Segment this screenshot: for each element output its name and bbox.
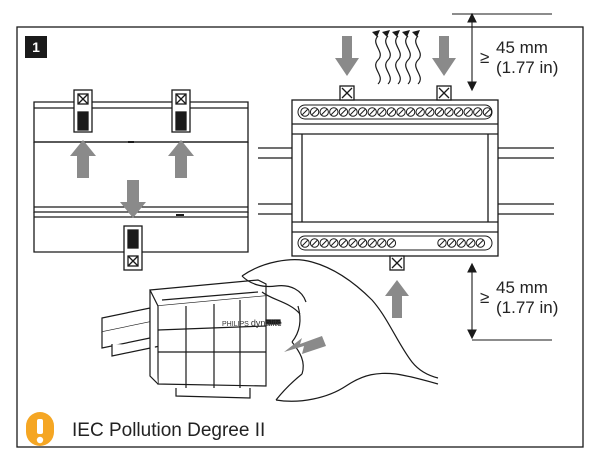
module-side-view — [33, 101, 249, 253]
screw-slot — [378, 240, 385, 246]
down-arrow-icon — [335, 36, 359, 76]
screw-slot — [321, 240, 328, 246]
heat-waves-icon — [375, 35, 421, 85]
clearance-imperial: (1.77 in) — [496, 58, 559, 77]
screw-slot — [448, 240, 455, 246]
module-front-view — [291, 99, 499, 257]
din-clip-bottom — [123, 225, 143, 271]
geq-symbol: ≥ — [480, 288, 490, 307]
din-clip-front-top-left — [339, 85, 355, 101]
screw-slot — [378, 109, 385, 115]
screw-slot — [474, 109, 481, 115]
screw-slot — [417, 109, 424, 115]
screw-slot — [369, 240, 376, 246]
hand-outline — [241, 259, 439, 402]
screw-slot — [311, 240, 318, 246]
step-number-badge: 1 — [25, 36, 47, 58]
screw-slot — [446, 109, 452, 115]
up-arrow-icon — [70, 140, 96, 178]
screw-slot — [350, 109, 356, 115]
screw-slot — [302, 109, 308, 115]
screw-slot — [436, 109, 443, 115]
module-perspective — [149, 279, 281, 399]
screw-slot — [359, 109, 366, 115]
screw-slot — [388, 240, 395, 246]
push-arrows-front — [335, 36, 456, 318]
up-arrow-icon — [168, 140, 194, 178]
screw-slot — [311, 109, 318, 115]
screw-slot — [458, 240, 465, 246]
pollution-degree-note: IEC Pollution Degree II — [36, 414, 265, 448]
clearance-metric: 45 mm — [496, 38, 548, 57]
din-clip-top-right — [171, 89, 191, 133]
screw-slot — [388, 109, 395, 115]
din-clip-top-left — [73, 89, 93, 133]
screw-slot — [321, 109, 328, 115]
clearance-dimension-bottom — [467, 262, 552, 341]
push-arrow-hand — [284, 336, 326, 354]
down-arrow-icon — [432, 36, 456, 76]
screw-slot — [439, 240, 445, 246]
screw-slot — [398, 109, 404, 115]
din-clip-front-bottom — [389, 255, 405, 271]
screw-slot — [330, 109, 337, 115]
screw-slot — [465, 109, 472, 115]
screw-slot — [302, 240, 308, 246]
geq-symbol: ≥ — [480, 48, 490, 67]
screw-slot — [407, 109, 414, 115]
screw-slot — [426, 109, 433, 115]
heat-wave-arrowheads — [372, 30, 420, 37]
screw-slot — [340, 240, 347, 246]
din-clip-front-top-right — [436, 85, 452, 101]
din-rail-perspective — [101, 307, 161, 357]
push-arrows-left — [70, 140, 194, 218]
brand-main: dynalite — [250, 318, 282, 328]
warning-icon — [26, 412, 54, 446]
terminal-screws-top — [300, 107, 493, 117]
screw-slot — [467, 240, 474, 246]
device-brand-label: PHILIPS dynalite — [222, 318, 282, 328]
terminal-screws-bottom — [300, 238, 486, 248]
screw-slot — [484, 109, 491, 115]
diagram-frame — [16, 26, 584, 448]
clearance-dimension-top — [452, 12, 552, 92]
note-text: IEC Pollution Degree II — [72, 420, 266, 441]
clearance-metric: 45 mm — [496, 278, 548, 297]
screw-slot — [359, 240, 366, 246]
screw-slot — [455, 109, 462, 115]
clearance-imperial: (1.77 in) — [496, 298, 559, 317]
brand-small: PHILIPS — [222, 321, 249, 328]
up-arrow-icon — [385, 280, 409, 318]
screw-slot — [350, 240, 356, 246]
screw-slot — [477, 240, 484, 246]
screw-slot — [369, 109, 376, 115]
screw-slot — [340, 109, 347, 115]
screw-slot — [330, 240, 337, 246]
left-arrow-icon — [284, 336, 326, 354]
down-arrow-icon — [120, 180, 146, 218]
